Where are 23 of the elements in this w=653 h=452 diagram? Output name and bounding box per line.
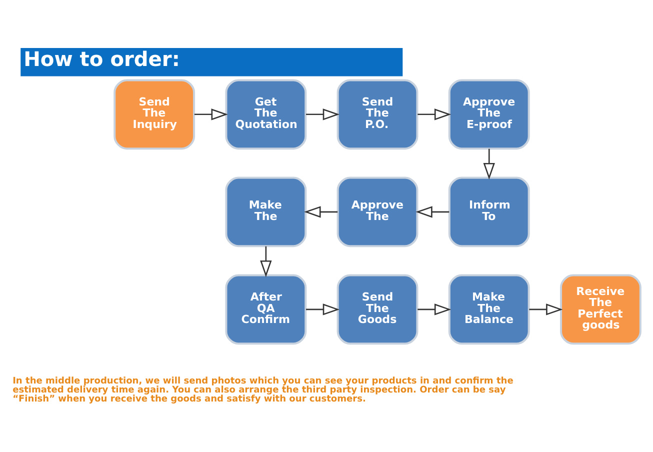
arrow bbox=[418, 303, 452, 315]
node-box: After QA Confirm bbox=[225, 274, 307, 344]
node-box: Inform To bbox=[448, 176, 530, 247]
arrow bbox=[306, 303, 340, 315]
arrow bbox=[194, 108, 228, 120]
arrow bbox=[416, 206, 450, 218]
node-box: Approve The bbox=[336, 176, 418, 247]
arrow bbox=[483, 148, 495, 180]
arrow bbox=[529, 303, 563, 315]
node-box: Send The Inquiry bbox=[114, 78, 196, 150]
node-box: Get The Quotation bbox=[225, 78, 307, 150]
node-box: Make The Balance bbox=[448, 274, 530, 344]
arrow bbox=[304, 206, 338, 218]
diagram-title: How to order: bbox=[24, 46, 180, 71]
arrow bbox=[306, 108, 340, 120]
node-box: Make The bbox=[225, 176, 307, 247]
node-box: Send The Goods bbox=[336, 274, 418, 344]
arrow bbox=[418, 108, 452, 120]
node-box: Receive The Perfect goods bbox=[560, 274, 642, 344]
arrow bbox=[260, 246, 272, 277]
node-box: Approve The E-proof bbox=[448, 78, 530, 150]
label: In the middle production, we will send photos which you can see your products in and confirm the estimated delivery time again. You can also arrange the third party inspection. Order can be say “Finish” when you receive the goods and satisfy with our customers. bbox=[12, 376, 514, 404]
node-box: Send The P.O. bbox=[336, 78, 418, 150]
